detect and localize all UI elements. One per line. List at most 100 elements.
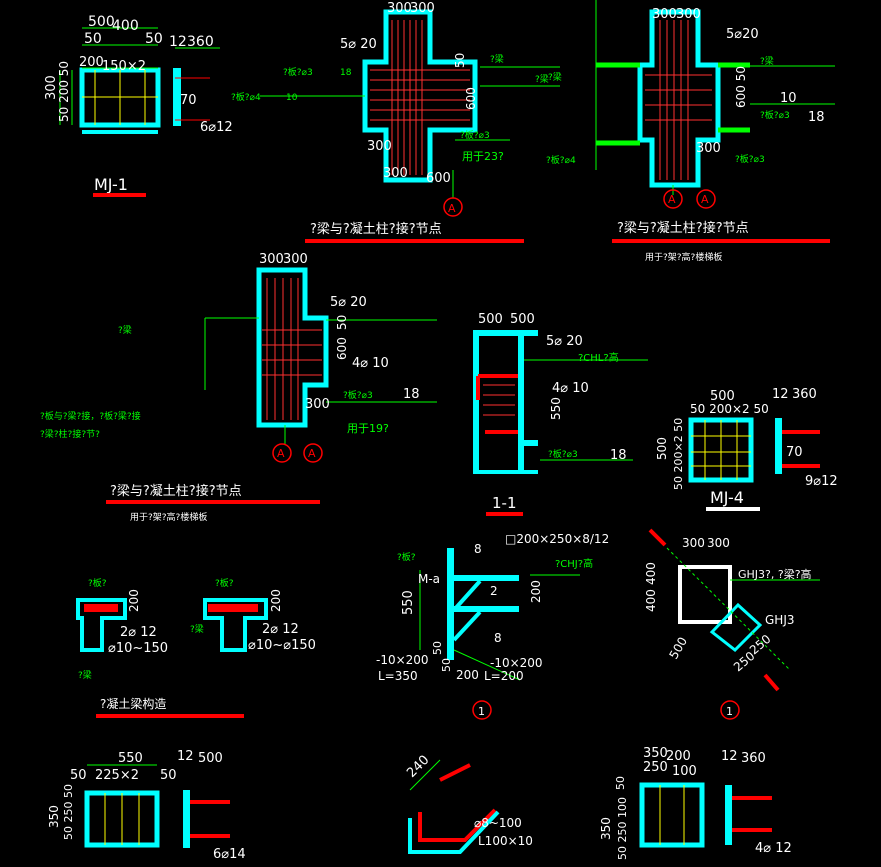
bs-right-h: 200 xyxy=(269,589,283,612)
tm-a: 300 xyxy=(387,1,412,16)
bl-sub: 225×2 xyxy=(95,768,139,783)
mj1-t: 12 xyxy=(169,34,187,50)
s11-hatch xyxy=(483,384,515,416)
tm-e: 300 xyxy=(367,139,392,154)
cb-m: M-a xyxy=(418,572,440,586)
br-s2: 250 xyxy=(643,760,668,775)
s11-bottom xyxy=(473,470,538,474)
mj4-t: 12 xyxy=(772,387,789,402)
br-plate xyxy=(639,782,705,848)
mj1-hsub: 50 200 50 xyxy=(57,61,71,122)
br-h: 350 xyxy=(599,817,613,840)
br-w: 350 xyxy=(643,746,668,761)
s11-n: 18 xyxy=(610,448,627,463)
s11-lab2: ?板?⌀3 xyxy=(548,448,578,460)
mj1-title: MJ-1 xyxy=(94,175,128,194)
mj1-side-plate xyxy=(173,68,181,126)
br-l: 360 xyxy=(741,751,766,766)
cb-brace xyxy=(452,579,482,612)
tm-n2: 10 xyxy=(286,93,298,103)
ml-note: 用于?架?高?楼梯板 xyxy=(130,511,207,523)
s11-flange xyxy=(518,330,524,470)
mj1-h: 300 xyxy=(44,75,59,100)
bl-t: 12 xyxy=(177,749,194,764)
mj1-s1: 200 xyxy=(79,55,104,70)
s11-plate xyxy=(518,440,538,446)
bs-right-rebar xyxy=(208,604,258,612)
ba-sec: L100×10 xyxy=(478,834,533,848)
tr-n2: 18 xyxy=(808,110,825,125)
embed-plate-mj4: 500 50 200×2 50 12 360 500 50 200×2 50 7… xyxy=(655,387,838,511)
tm-d: 600 xyxy=(426,171,451,186)
embed-plate-bottom-right: 350 200 250 100 12 360 50 350 50 250 100… xyxy=(599,746,792,860)
cb-h1: 550 xyxy=(401,590,416,615)
ml-axis-label: A xyxy=(308,447,316,460)
tm-n1: 18 xyxy=(340,68,352,78)
beam-sections: ?板? 200 2⌀ 12 ⌀10~150 ?梁 ?板? 200 2⌀ 12 ⌀… xyxy=(76,577,316,718)
s11-a: 500 xyxy=(478,312,503,327)
tm-axis-label: A xyxy=(448,202,456,215)
cb-marker xyxy=(472,700,492,720)
tr-axis-label: A xyxy=(701,193,709,206)
tr-column xyxy=(637,9,721,188)
cb-brace xyxy=(452,610,482,642)
ap-lab: GHJ3?, ?梁?高 xyxy=(738,567,812,581)
cb-leader xyxy=(453,649,521,681)
tm-title: ?梁与?凝土柱?接?节点 xyxy=(310,221,442,237)
ml-v: 600 xyxy=(335,337,349,360)
mj4-hsub: 50 200×2 50 xyxy=(672,418,685,490)
cb-l1: L=350 xyxy=(378,669,418,683)
ap-column xyxy=(678,565,732,624)
tm-lab2: ?板?⌀4 xyxy=(231,91,261,103)
mj1-s2: 150×2 xyxy=(102,59,146,74)
cb-p1: -10×200 xyxy=(376,653,429,667)
bs-right-stir: ⌀10~⌀150 xyxy=(248,638,316,653)
tm-hatch xyxy=(370,20,470,175)
tr-axis-label: A xyxy=(668,193,676,206)
tr-title: ?梁与?凝土柱?接?节点 xyxy=(617,220,749,236)
ap-cut-mark xyxy=(763,673,780,692)
bl-l: 500 xyxy=(198,751,223,766)
ml-bar1: 5⌀ 20 xyxy=(330,295,367,310)
bs-left-stir: ⌀10~150 xyxy=(108,641,168,656)
bs-title: ?凝土梁构造 xyxy=(100,696,166,711)
bl-h: 350 xyxy=(47,805,61,828)
cb-p2: -10×200 xyxy=(490,656,543,670)
ml-axis-label: A xyxy=(277,447,285,460)
ml-axis-bubble xyxy=(303,443,323,463)
bl-bar: 6⌀14 xyxy=(213,847,246,862)
ml-note1: ?板与?梁?接，?板?梁?接 xyxy=(40,410,141,422)
tr-lab1: ?板?⌀3 xyxy=(760,109,790,121)
bs-right xyxy=(203,598,268,652)
ap-tee xyxy=(709,602,763,652)
s11-bar2: 4⌀ 10 xyxy=(552,381,589,396)
cb-bot-flange xyxy=(454,606,519,612)
ml-b: 300 xyxy=(283,252,308,267)
tm-lab1: ?板?⌀3 xyxy=(283,66,313,78)
ml-lab1: ?板?⌀3 xyxy=(343,389,373,401)
tm-f: 300 xyxy=(383,166,408,181)
tm-g: 50 xyxy=(453,53,467,68)
mj4-bar: 9⌀12 xyxy=(805,474,838,489)
mj1-sub: 400 xyxy=(112,18,139,34)
tm-lab4: ?梁 xyxy=(490,53,504,65)
cb-b8: 8 xyxy=(494,631,502,645)
ml-column xyxy=(256,267,329,428)
cb-sec: □200×250×8/12 xyxy=(505,532,609,546)
cb-marker-label: 1 xyxy=(478,705,485,718)
ap-marker xyxy=(720,700,740,720)
ml-title: ?梁与?凝土柱?接?节点 xyxy=(110,483,242,499)
s11-v: 550 xyxy=(549,397,563,420)
ml-lab3: ?梁 xyxy=(118,324,132,336)
ml-g: 50 xyxy=(335,315,349,330)
bs-left-h: 200 xyxy=(127,589,141,612)
mj4-w: 500 xyxy=(710,389,735,404)
br-s1: 200 xyxy=(666,749,691,764)
tr-axis-bubble xyxy=(696,189,716,209)
tr-lab3: ?梁 xyxy=(548,71,562,83)
cb-e2: 2 xyxy=(490,584,498,598)
mj4-sub: 50 200×2 50 xyxy=(690,402,769,416)
br-side-plate xyxy=(725,785,732,845)
